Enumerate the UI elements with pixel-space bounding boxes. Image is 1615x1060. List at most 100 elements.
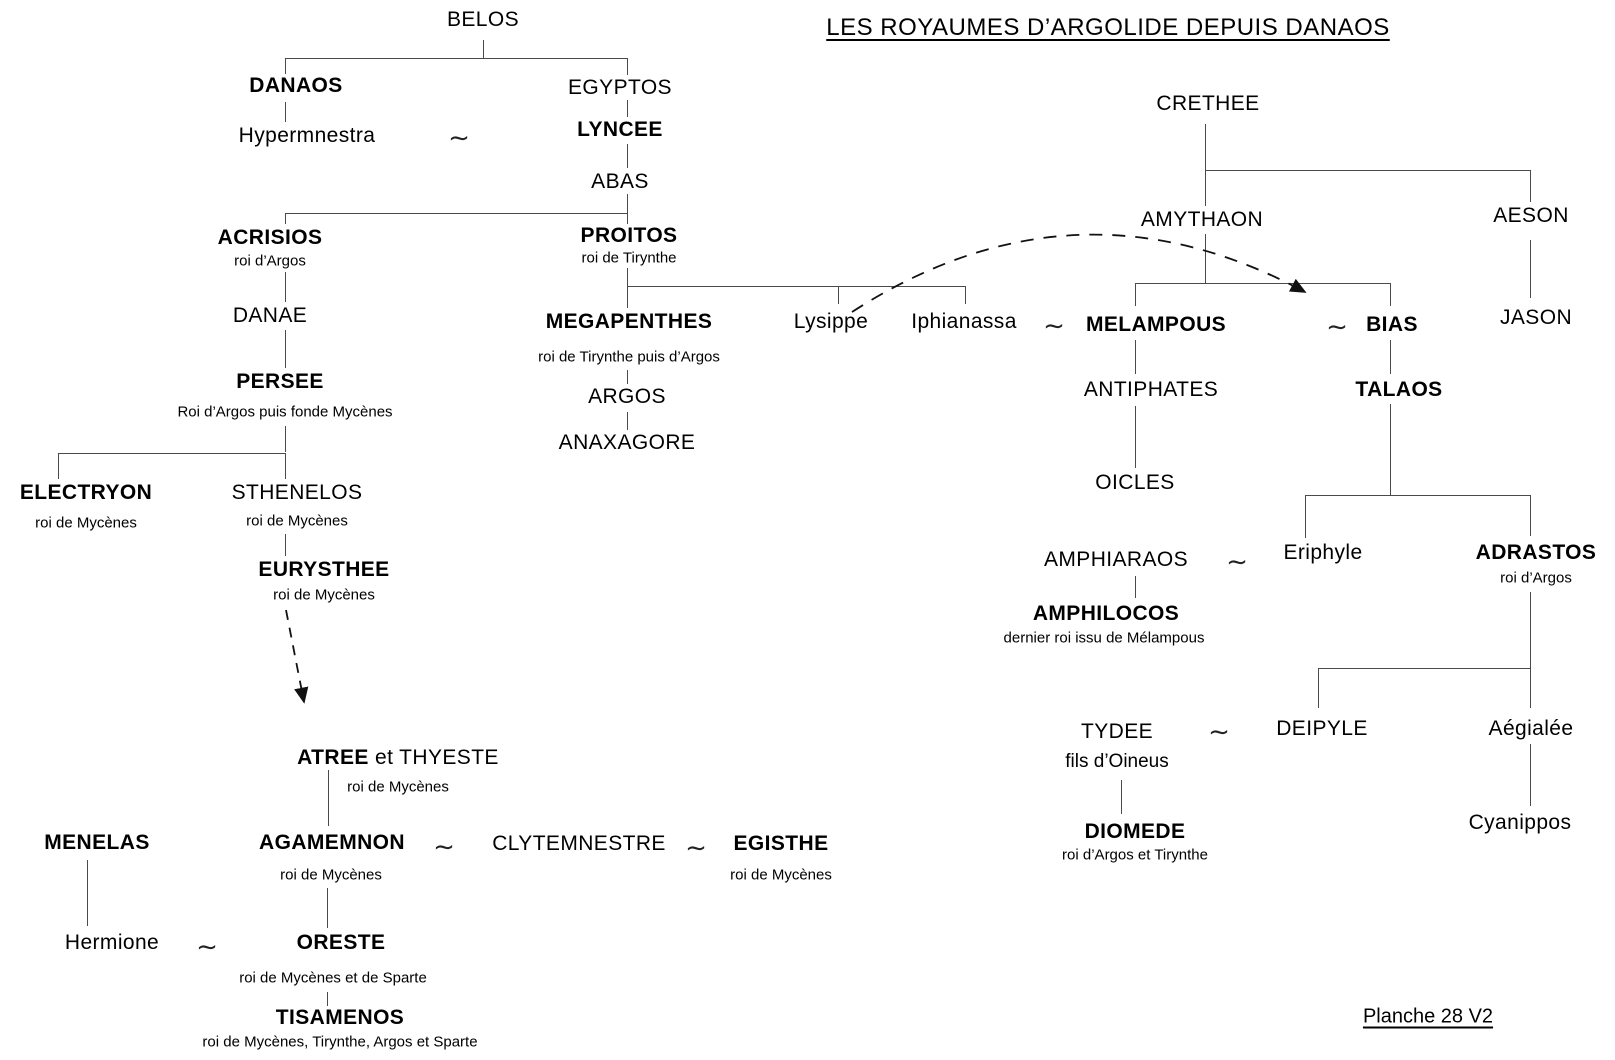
node-tydee-caption: fils d’Oineus [1065, 751, 1169, 772]
marriage-tilde: ∼ [1043, 310, 1065, 341]
node-egisthe-caption: roi de Mycènes [730, 866, 832, 884]
node-tisamenos-caption: roi de Mycènes, Tirynthe, Argos et Spart… [202, 1033, 478, 1051]
node-megapenthes: MEGAPENTHES [545, 310, 713, 333]
marriage-tilde: ∼ [1326, 311, 1348, 342]
marriage-tilde: ∼ [433, 831, 455, 862]
family-line [1205, 170, 1530, 171]
family-line [285, 426, 286, 452]
node-talaos: TALAOS [1355, 378, 1443, 401]
family-line [1135, 283, 1136, 306]
node-megapenthes-caption: roi de Tirynthe puis d’Argos [538, 348, 720, 366]
family-line [1205, 124, 1206, 206]
family-line [1390, 340, 1391, 374]
node-sthenelos-caption: roi de Mycènes [246, 512, 348, 530]
node-egyptos: EGYPTOS [568, 76, 672, 99]
family-line [285, 213, 627, 214]
family-line [483, 40, 484, 58]
node-proitos-caption: roi de Tirynthe [581, 249, 677, 267]
node-atree-thyeste: ATREE et THYESTE [297, 746, 499, 769]
marriage-tilde: ∼ [448, 122, 470, 153]
node-atree-caption: roi de Mycènes [347, 778, 449, 796]
page-title: LES ROYAUMES D’ARGOLIDE DEPUIS DANAOS [826, 14, 1390, 41]
family-line [1390, 404, 1391, 495]
node-oreste-caption: roi de Mycènes et de Sparte [239, 969, 427, 987]
family-line [1530, 170, 1531, 202]
node-amphiaraos: AMPHIARAOS [1043, 548, 1189, 571]
node-argos: ARGOS [588, 385, 666, 408]
family-line [838, 286, 839, 304]
node-persee-caption: Roi d’Argos puis fonde Mycènes [177, 403, 393, 421]
node-danae: DANAE [232, 304, 308, 327]
family-line [1530, 240, 1531, 298]
family-line [1305, 495, 1306, 538]
family-line [1530, 495, 1531, 536]
family-line [627, 213, 628, 224]
node-proitos: PROITOS [580, 224, 678, 247]
succession-arrow-lysippe-to-bias [851, 233, 1307, 313]
family-line [285, 453, 286, 479]
family-line [627, 412, 628, 430]
family-line [327, 888, 328, 928]
node-lyncee: LYNCEE [577, 118, 663, 141]
family-line [58, 453, 285, 454]
family-line [1530, 668, 1531, 708]
node-clytemnestre: CLYTEMNESTRE [492, 832, 666, 855]
node-belos: BELOS [446, 8, 520, 31]
node-hypermnestra: Hypermnestra [238, 124, 376, 147]
node-persee: PERSEE [236, 370, 324, 393]
marriage-tilde: ∼ [1208, 716, 1230, 747]
node-menelas: MENELAS [44, 831, 150, 854]
node-diomede-caption: roi d’Argos et Tirynthe [1062, 846, 1208, 864]
family-line [285, 58, 286, 74]
family-line [1390, 283, 1391, 306]
node-lysippe: Lysippe [793, 310, 869, 333]
node-agamemnon: AGAMEMNON [259, 831, 405, 854]
family-line [627, 144, 628, 168]
marriage-tilde: ∼ [196, 931, 218, 962]
node-aeson: AESON [1493, 204, 1569, 227]
family-line [627, 194, 628, 213]
family-line [627, 58, 628, 75]
marriage-tilde: ∼ [1226, 546, 1248, 577]
node-bias: BIAS [1366, 313, 1418, 336]
family-line [87, 860, 88, 926]
node-oicles: OICLES [1095, 471, 1175, 494]
family-line [285, 534, 286, 556]
family-line [285, 213, 286, 224]
node-iphianassa: Iphianassa [911, 310, 1017, 333]
node-anaxagore: ANAXAGORE [558, 431, 696, 454]
node-crethee: CRETHEE [1156, 92, 1260, 115]
node-eurysthee: EURYSTHEE [258, 558, 390, 581]
family-line [1305, 495, 1530, 496]
node-agamemnon-caption: roi de Mycènes [280, 866, 382, 884]
node-adrastos: ADRASTOS [1475, 541, 1597, 564]
node-adrastos-caption: roi d’Argos [1500, 569, 1572, 587]
family-line [285, 272, 286, 302]
family-line [1135, 406, 1136, 468]
node-eurysthee-caption: roi de Mycènes [273, 586, 375, 604]
node-tydee: TYDEE [1080, 720, 1154, 743]
family-line [627, 286, 965, 287]
family-line [1318, 668, 1530, 669]
family-line [1530, 744, 1531, 806]
family-line [58, 453, 59, 479]
node-electryon: ELECTRYON [19, 481, 153, 504]
node-egisthe: EGISTHE [733, 832, 829, 855]
node-acrisios: ACRISIOS [217, 226, 323, 249]
node-amphilocos-caption: dernier roi issu de Mélampous [1003, 629, 1205, 647]
family-line [285, 102, 286, 122]
family-line [1135, 340, 1136, 374]
family-line [1135, 576, 1136, 598]
succession-arrow-eurysthee-to-atree [285, 609, 309, 704]
node-acrisios-caption: roi d’Argos [234, 252, 306, 270]
family-line [1205, 234, 1206, 283]
node-antiphates: ANTIPHATES [1083, 378, 1219, 401]
family-line [1135, 283, 1390, 284]
node-hermione: Hermione [64, 931, 160, 954]
family-line [965, 286, 966, 304]
node-amphilocos: AMPHILOCOS [1032, 602, 1180, 625]
node-cyanippos: Cyanippos [1468, 811, 1572, 834]
node-danaos: DANAOS [249, 74, 343, 97]
